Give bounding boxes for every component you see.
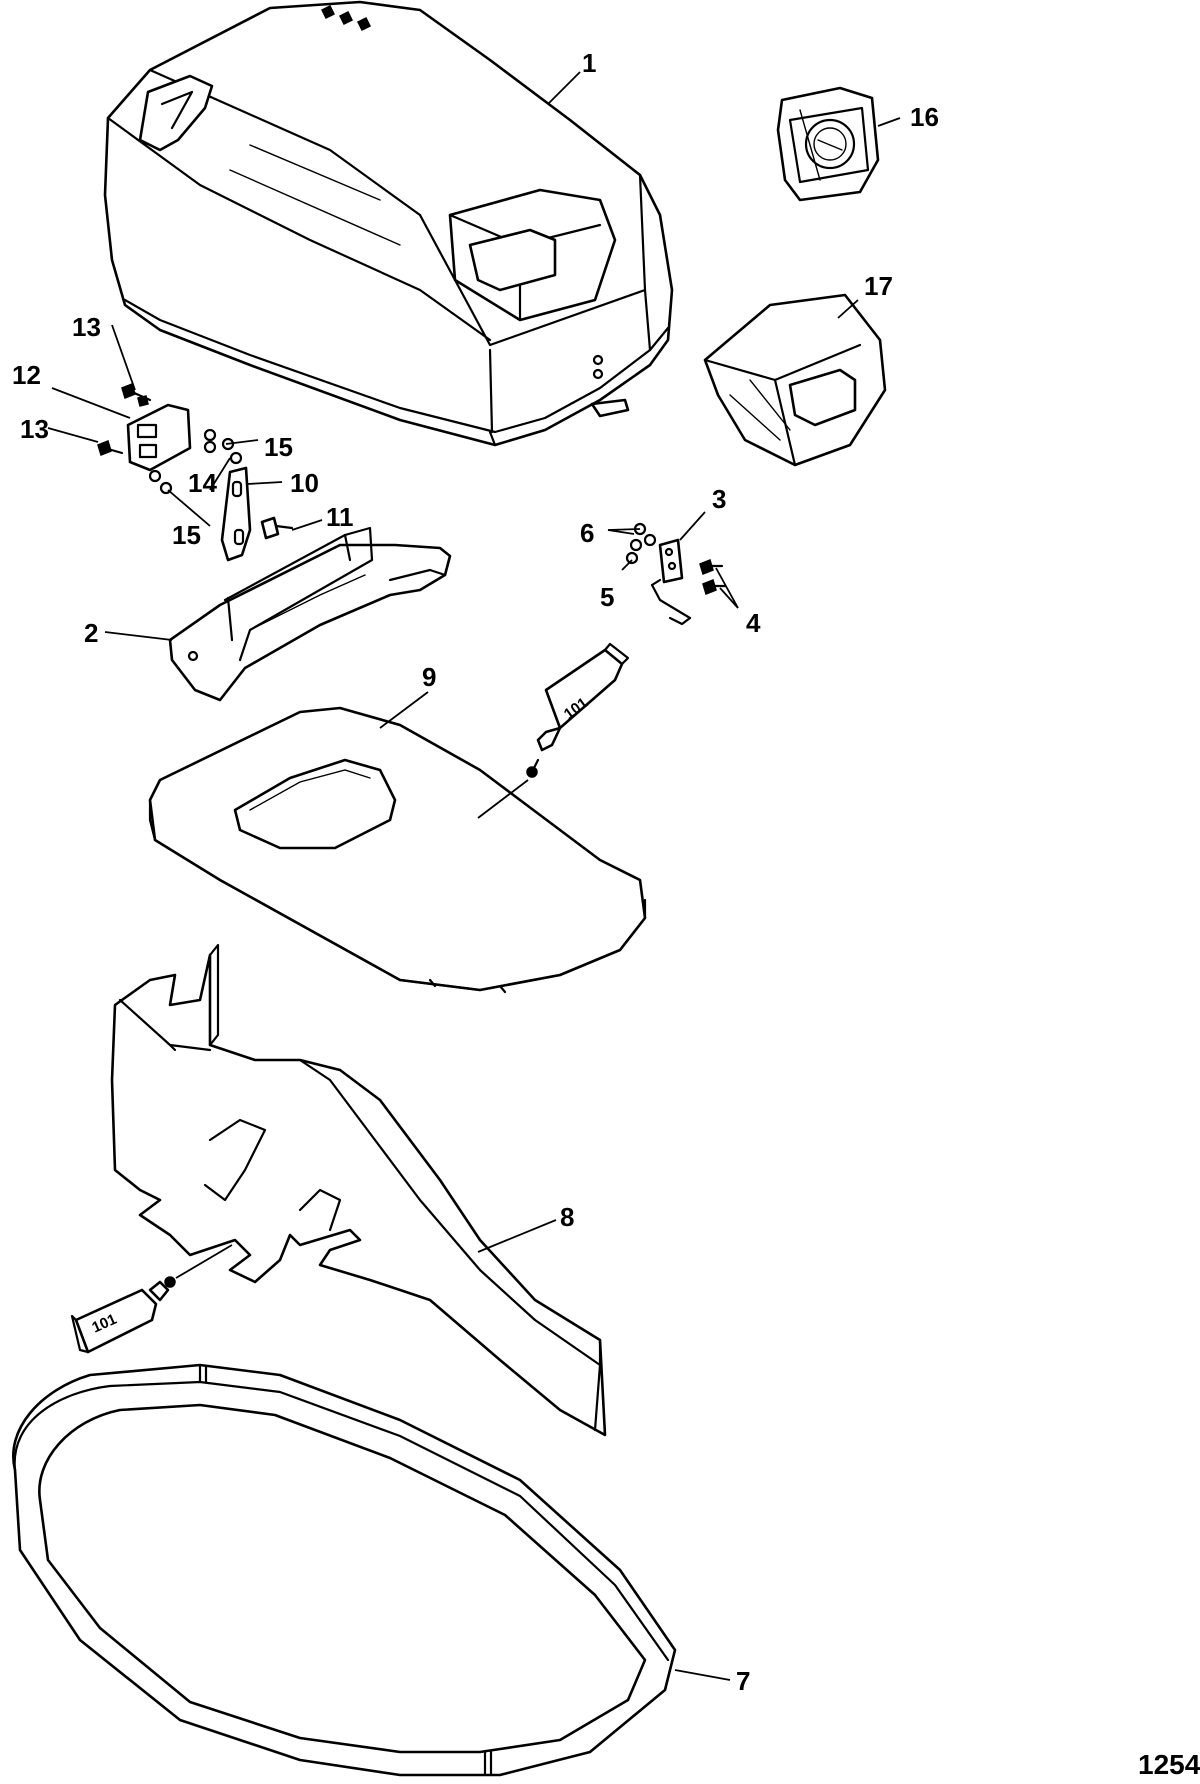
callout-9: 9 — [422, 662, 436, 692]
callout-6: 6 — [580, 518, 594, 548]
sealant-leader-upper — [477, 779, 529, 819]
sealant-tube-lower: 101 — [70, 1244, 233, 1354]
callout-13-lower: 13 — [20, 414, 49, 444]
figure-number: 1254 — [1138, 1749, 1200, 1780]
callout-8: 8 — [560, 1202, 574, 1232]
callout-12: 12 — [12, 360, 41, 390]
top-cowl-part — [103, 0, 674, 447]
bottom-seal-ring-part — [12, 1363, 677, 1777]
air-intake-cover-part — [703, 293, 887, 467]
callout-5: 5 — [600, 582, 614, 612]
seal-plate-part — [148, 706, 647, 994]
callout-10: 10 — [290, 468, 319, 498]
latch-hardware-group — [97, 382, 294, 562]
callout-1: 1 — [582, 48, 596, 78]
callout-7: 7 — [736, 1666, 750, 1696]
small-vent-cover-part — [776, 86, 880, 202]
callout-11: 11 — [326, 502, 354, 532]
liner-panel-part — [110, 943, 607, 1437]
callout-17: 17 — [864, 271, 893, 301]
leader-lines — [47, 71, 901, 1681]
callout-2: 2 — [84, 618, 98, 648]
callout-4: 4 — [746, 608, 761, 638]
cable-clamp-hardware-group — [625, 522, 727, 626]
callout-numbers: 1 16 17 13 12 13 15 14 10 15 11 3 6 5 4 … — [12, 48, 1200, 1780]
callout-3: 3 — [712, 484, 726, 514]
callout-13-upper: 13 — [72, 312, 101, 342]
callout-15-lower: 15 — [172, 520, 201, 550]
bracket-part — [168, 526, 452, 702]
callout-14: 14 — [188, 468, 217, 498]
sealant-leader-lower — [175, 1244, 233, 1279]
callout-16: 16 — [910, 102, 939, 132]
callout-15-upper: 15 — [264, 432, 293, 462]
